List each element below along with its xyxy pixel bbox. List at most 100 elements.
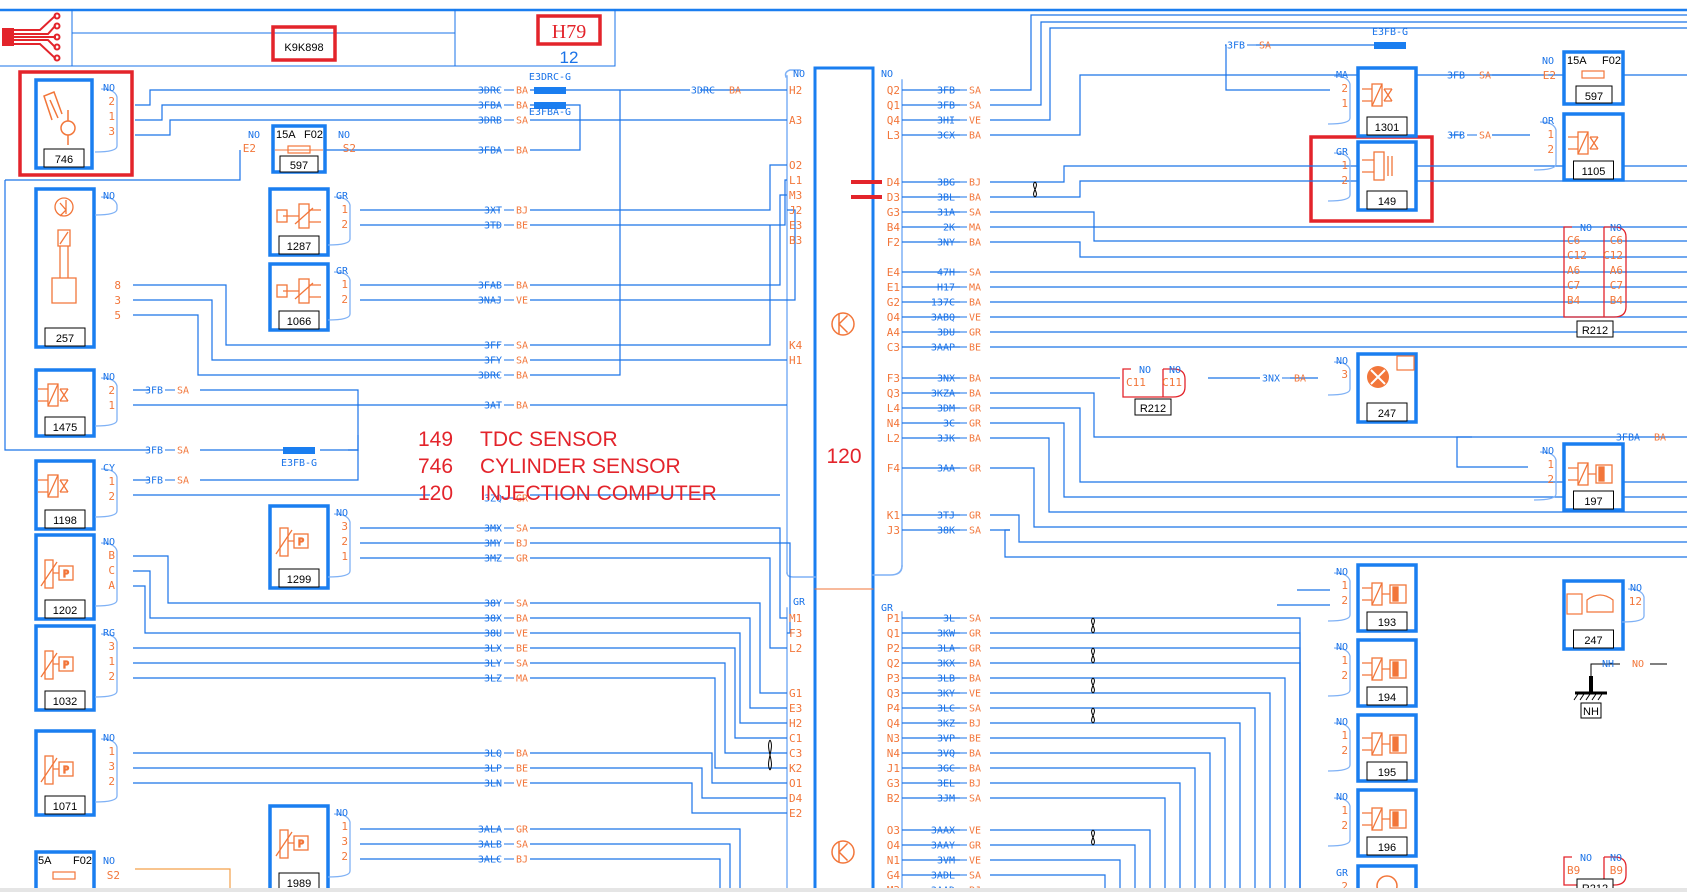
level-sensor-icon	[1566, 593, 1583, 615]
wire[interactable]	[1010, 829, 1151, 892]
wire[interactable]	[360, 209, 796, 301]
wire-label: 3C	[943, 419, 955, 430]
wire[interactable]	[133, 225, 771, 346]
connector-pin: 2	[108, 490, 115, 503]
wire[interactable]	[133, 450, 359, 481]
component-bottom-partial[interactable]	[1356, 864, 1418, 892]
wire[interactable]	[1010, 797, 1166, 892]
relay-connector-right[interactable]	[1603, 226, 1627, 318]
horizontal-scrollbar[interactable]	[0, 888, 1687, 892]
wire[interactable]	[360, 179, 787, 226]
connector-pin: M3	[789, 189, 802, 202]
wire-label: 3LC	[937, 704, 955, 715]
wire[interactable]	[1010, 14, 1687, 91]
wire[interactable]	[360, 828, 741, 892]
wire[interactable]	[1010, 767, 1196, 892]
twisted-pair-icon	[1091, 647, 1095, 664]
ground-label-box	[1580, 702, 1602, 719]
wire[interactable]	[133, 677, 787, 769]
wire[interactable]	[360, 542, 791, 634]
wire-label: 3VM	[937, 856, 955, 867]
wire[interactable]	[1277, 589, 1330, 606]
component-257[interactable]	[34, 187, 96, 349]
connector-outline	[1327, 152, 1351, 202]
component-id-box	[43, 148, 85, 168]
wire[interactable]	[133, 90, 621, 376]
wire-color: GR	[969, 841, 982, 852]
wire[interactable]	[133, 555, 787, 694]
wire[interactable]	[133, 389, 359, 451]
connector-name: RG	[103, 628, 115, 639]
wire[interactable]	[1010, 467, 1687, 528]
wire[interactable]	[133, 782, 787, 814]
wire[interactable]	[133, 299, 787, 361]
wire[interactable]	[1010, 21, 1687, 106]
wire[interactable]	[1010, 662, 1301, 892]
twisted-pair-icon	[1091, 707, 1095, 724]
wire[interactable]	[1010, 737, 1226, 892]
connector-pin: 1	[1341, 654, 1348, 667]
wire[interactable]	[1010, 677, 1286, 892]
wire[interactable]	[1010, 707, 1256, 892]
wire[interactable]	[1010, 874, 1106, 892]
connector-pin: O4	[887, 839, 901, 852]
wire[interactable]	[4, 150, 359, 451]
wire[interactable]	[1010, 437, 1687, 513]
wire[interactable]	[1010, 514, 1687, 543]
wire[interactable]	[360, 527, 787, 619]
wire[interactable]	[133, 767, 787, 799]
wire[interactable]	[1010, 617, 1301, 892]
wire-3drb[interactable]	[135, 119, 787, 136]
connector-pin: L4	[887, 402, 901, 415]
wire-color: BA	[516, 401, 528, 412]
wire[interactable]	[133, 585, 787, 724]
wire[interactable]	[1010, 647, 1301, 892]
wire[interactable]	[1010, 392, 1687, 438]
wire[interactable]	[1010, 722, 1241, 892]
injection-computer-120[interactable]	[813, 66, 875, 892]
wire[interactable]	[133, 570, 787, 709]
wire[interactable]	[133, 752, 787, 784]
wire[interactable]	[360, 164, 787, 211]
splice[interactable]	[534, 87, 566, 94]
wire[interactable]	[360, 194, 787, 286]
wire-label: 3FY	[484, 356, 502, 367]
wire-color: BA	[516, 749, 528, 760]
wire[interactable]	[1010, 27, 1687, 121]
connector-pin: Q4	[887, 114, 901, 127]
wire-3drc[interactable]	[135, 89, 787, 106]
wire[interactable]	[133, 662, 787, 754]
wire-color: GR	[969, 511, 982, 522]
wire[interactable]	[1456, 436, 1528, 468]
fuse-rating: 5A	[38, 855, 52, 867]
relay-connector-right[interactable]	[1162, 368, 1186, 398]
wire[interactable]	[1010, 782, 1181, 892]
wire[interactable]	[360, 557, 787, 649]
connector-name: NO	[248, 130, 260, 141]
connector-pin: 2	[1547, 143, 1554, 156]
wire[interactable]	[1004, 529, 1687, 558]
wire[interactable]	[1010, 692, 1271, 892]
splice[interactable]	[534, 102, 566, 109]
wire[interactable]	[360, 843, 731, 892]
wire[interactable]	[1010, 632, 1301, 892]
wire[interactable]	[1010, 422, 1687, 498]
connector-pin: G3	[887, 206, 900, 219]
wire[interactable]	[1010, 180, 1687, 198]
wire[interactable]	[1010, 752, 1211, 892]
wire[interactable]	[135, 104, 535, 121]
wire-color: SA	[969, 526, 981, 537]
splice[interactable]	[1374, 42, 1406, 49]
wire[interactable]	[135, 868, 231, 892]
wire-label: 3KX	[937, 659, 955, 670]
wire[interactable]	[1010, 241, 1687, 258]
wire[interactable]	[133, 647, 787, 739]
wire-color: SA	[969, 86, 981, 97]
wire[interactable]	[360, 858, 721, 892]
wire-color: SA	[969, 208, 981, 219]
wire[interactable]	[1010, 407, 1687, 483]
wire[interactable]	[1010, 859, 1121, 892]
connector-pin: 2	[341, 850, 348, 863]
wire[interactable]	[1010, 844, 1136, 892]
splice[interactable]	[283, 447, 315, 454]
